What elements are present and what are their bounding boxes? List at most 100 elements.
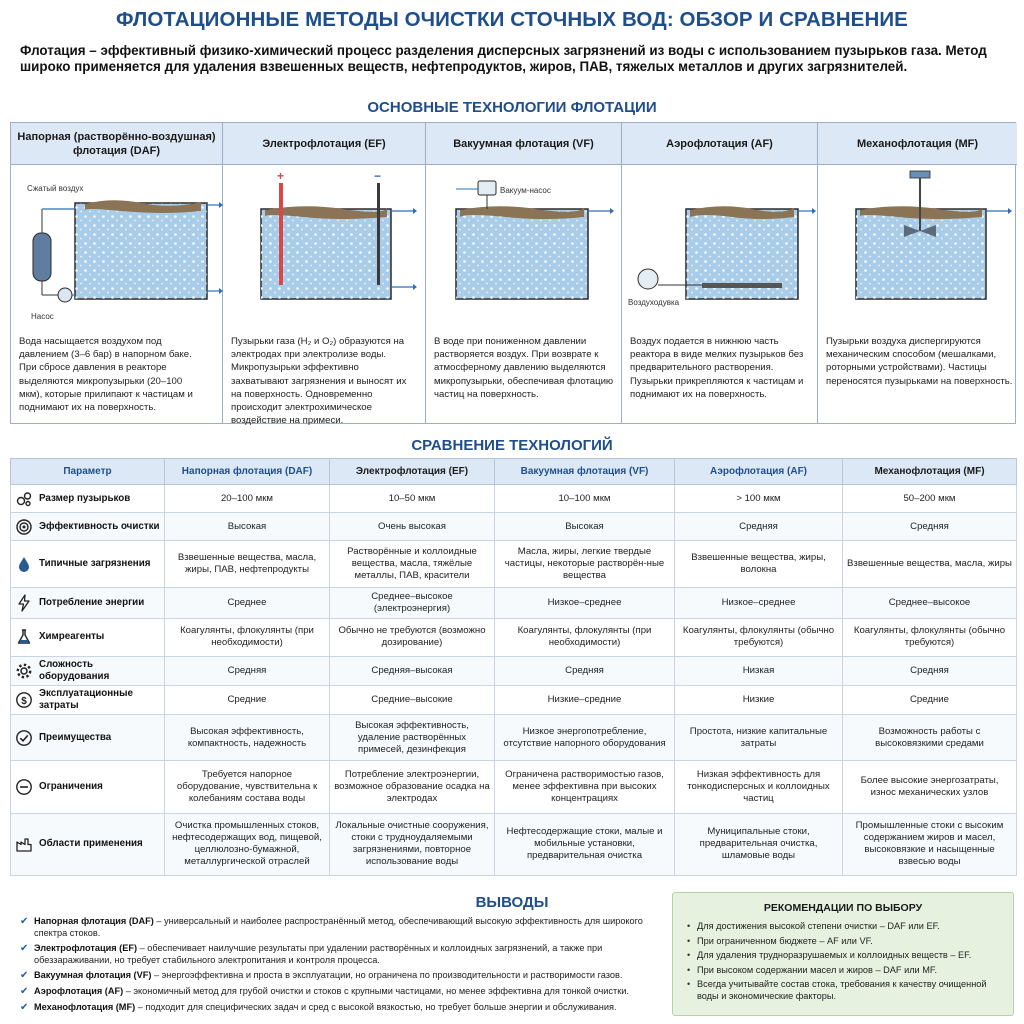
param-label: Сложность оборудования bbox=[39, 658, 110, 682]
tech-section-title: ОСНОВНЫЕ ТЕХНОЛОГИИ ФЛОТАЦИИ bbox=[367, 99, 657, 116]
conclusion-item: ✔Вакуумная флотация (VF) – энергоэффекти… bbox=[20, 970, 670, 982]
header-cell: Механофлотация (MF) bbox=[842, 458, 1017, 485]
recommendations-box: РЕКОМЕНДАЦИИ ПО ВЫБОРУ Для достижения вы… bbox=[672, 892, 1014, 1016]
af-blower-label: Воздуходувка bbox=[628, 298, 680, 307]
daf-diagram-icon: Сжатый воздух Насос bbox=[27, 184, 223, 321]
comparison-table: Параметр Напорная флотация (DAF) Электро… bbox=[10, 458, 1017, 877]
conclusion-text: – обеспечивает наилучшие результаты при … bbox=[34, 943, 603, 965]
tech-desc: В воде при пониженном давлении растворяе… bbox=[434, 336, 614, 400]
value-cell: Возможность работы с высоковязкими среда… bbox=[842, 714, 1017, 762]
param-cell: Химреагенты bbox=[10, 617, 165, 657]
conclusion-name: Аэрофлотация (AF) bbox=[34, 985, 124, 996]
value-cell: 10–50 мкм bbox=[329, 483, 495, 514]
check-icon: ✔ bbox=[20, 1001, 29, 1013]
mf-diagram-icon bbox=[855, 170, 1012, 300]
value-cell: Высокая эффективность, компактность, над… bbox=[164, 714, 330, 762]
ef-plus-label: + bbox=[277, 169, 284, 183]
tech-title: Электрофлотация (EF) bbox=[223, 123, 425, 165]
value-cell: Высокая bbox=[494, 512, 675, 542]
param-cell: Области применения bbox=[10, 812, 165, 877]
param-cell: Типичные загрязнения bbox=[10, 540, 165, 588]
conclusion-text: – универсальный и наиболее распространён… bbox=[34, 916, 643, 938]
param-cell: $Эксплуатационные затраты bbox=[10, 684, 165, 716]
lightning-icon bbox=[18, 593, 30, 612]
value-cell: Средняя bbox=[842, 655, 1017, 687]
header-cell: Параметр bbox=[10, 458, 165, 485]
param-label: Эффективность очистки bbox=[39, 520, 160, 532]
param-label: Области применения bbox=[39, 838, 143, 850]
tech-title: Механофлотация (MF) bbox=[818, 123, 1017, 165]
value-cell: Коагулянты, флокулянты (обычно требуются… bbox=[674, 617, 843, 657]
value-cell: Коагулянты, флокулянты (обычно требуются… bbox=[842, 617, 1017, 657]
tech-title: Вакуумная флотация (VF) bbox=[426, 123, 621, 165]
value-cell: Ограничена растворимостью газов, менее э… bbox=[494, 760, 675, 814]
check-icon: ✔ bbox=[20, 916, 29, 927]
value-cell: Высокая bbox=[164, 512, 330, 542]
param-cell: Эффективность очистки bbox=[10, 512, 165, 542]
param-label: Химреагенты bbox=[39, 631, 105, 643]
droplet-icon bbox=[19, 556, 29, 572]
value-cell: Масла, жиры, легкие твердые частицы, нек… bbox=[494, 540, 675, 588]
value-cell: 10–100 мкм bbox=[494, 483, 675, 514]
param-label: Преимущества bbox=[39, 731, 112, 743]
conclusion-text: – экономичный метод для грубой очистки и… bbox=[123, 985, 629, 996]
cmp-section-title: СРАВНЕНИЕ ТЕХНОЛОГИЙ bbox=[411, 437, 613, 454]
param-label: Потребление энергии bbox=[39, 596, 145, 608]
conclusion-name: Электрофлотация (EF) bbox=[34, 943, 138, 954]
value-cell: Обычно не требуются (возможно дозировани… bbox=[329, 617, 495, 657]
value-cell: Средняя bbox=[674, 512, 843, 542]
flask-icon bbox=[17, 629, 31, 644]
value-cell: Коагулянты, флокулянты (при необходимост… bbox=[494, 617, 675, 657]
bubbles-icon bbox=[16, 491, 32, 506]
value-cell: Взвешенные вещества, масла, жиры, ПАВ, н… bbox=[164, 540, 330, 588]
table-row: Типичные загрязнения Взвешенные вещества,… bbox=[10, 540, 1017, 588]
param-cell: Размер пузырьков bbox=[10, 483, 165, 514]
value-cell: Низкое–среднее bbox=[674, 586, 843, 619]
conclusion-item: ✔ Напорная флотация (DAF) – универсальный… bbox=[20, 916, 670, 939]
intro-text: Флотация – эффективный физико-химический… bbox=[20, 43, 987, 74]
value-cell: > 100 мкм bbox=[674, 483, 843, 514]
value-cell: Более высокие энергозатраты, износ механ… bbox=[842, 760, 1017, 814]
value-cell: Муниципальные стоки, предварительная очи… bbox=[674, 812, 843, 877]
value-cell: Среднее bbox=[164, 586, 330, 619]
value-cell: Средние bbox=[842, 684, 1017, 716]
param-cell: Сложность оборудования bbox=[10, 655, 165, 687]
param-cell: Ограничения bbox=[10, 760, 165, 814]
factory-icon bbox=[16, 838, 32, 852]
value-cell: Локальные очистные сооружения, стоки с т… bbox=[329, 812, 495, 877]
reco-item: При высоком содержании масел и жиров – D… bbox=[687, 965, 1005, 977]
param-label: Типичные загрязнения bbox=[39, 557, 151, 569]
param-label: Размер пузырьков bbox=[39, 492, 131, 504]
value-cell: 50–200 мкм bbox=[842, 483, 1017, 514]
table-header-row: Параметр Напорная флотация (DAF) Электро… bbox=[10, 458, 1017, 485]
reco-title: РЕКОМЕНДАЦИИ ПО ВЫБОРУ bbox=[763, 902, 923, 914]
value-cell: 20–100 мкм bbox=[164, 483, 330, 514]
ef-minus-label: − bbox=[374, 169, 381, 183]
value-cell: Средние bbox=[164, 684, 330, 716]
tech-card-ef: Электрофлотация (EF) + − Пузырьки газа (… bbox=[223, 123, 426, 426]
value-cell: Средняя bbox=[164, 655, 330, 687]
check-icon: ✔ bbox=[20, 943, 29, 955]
check-icon: ✔ bbox=[20, 985, 29, 997]
tech-title: Напорная (растворённо-воздушная) флотаци… bbox=[11, 123, 222, 165]
value-cell: Простота, низкие капитальные затраты bbox=[674, 714, 843, 762]
gear-icon bbox=[16, 663, 32, 679]
ef-diagram-icon: + − bbox=[260, 169, 417, 300]
value-cell: Среднее–высокое (электроэнергия) bbox=[329, 586, 495, 619]
value-cell: Низкие–средние bbox=[494, 684, 675, 716]
header-cell: Напорная флотация (DAF) bbox=[164, 458, 330, 485]
daf-pump-label: Насос bbox=[31, 312, 54, 321]
minus-circle-icon bbox=[16, 779, 32, 795]
reco-item: Всегда учитывайте состав стока, требован… bbox=[687, 979, 1005, 1002]
conclusions-title: ВЫВОДЫ bbox=[475, 894, 549, 911]
value-cell: Средняя–высокая bbox=[329, 655, 495, 687]
conclusion-name: Вакуумная флотация (VF) bbox=[34, 970, 152, 981]
param-cell: Преимущества bbox=[10, 714, 165, 762]
check-circle-icon bbox=[16, 729, 32, 746]
conclusion-name: Напорная флотация (DAF) bbox=[34, 916, 154, 926]
